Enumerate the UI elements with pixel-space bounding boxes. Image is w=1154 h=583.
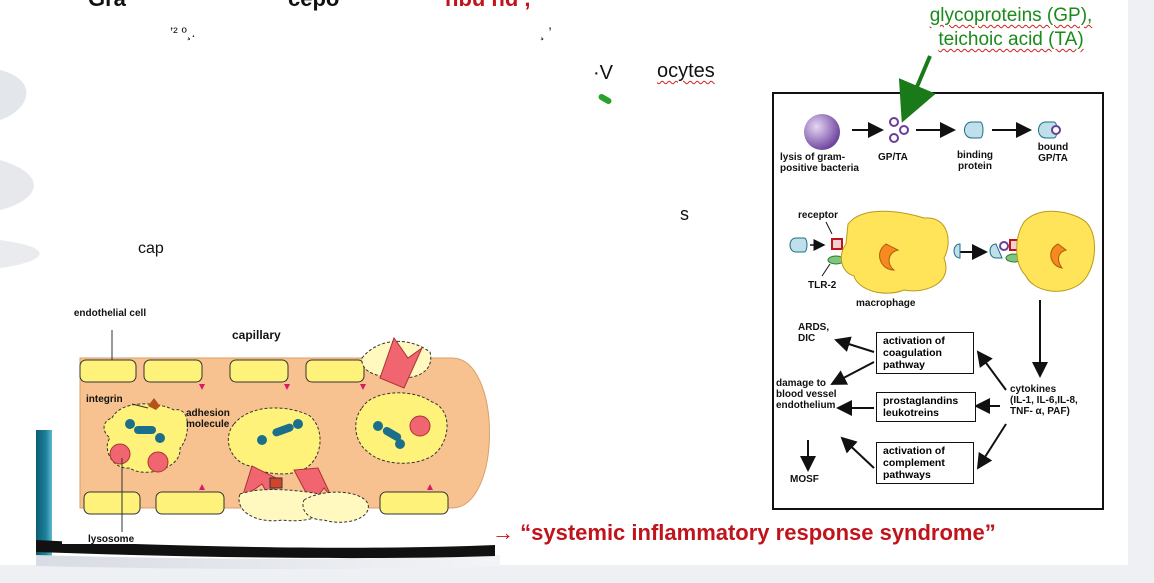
label-cytokines: cytokines (IL-1, IL-6,IL-8, TNF- α, PAF): [1010, 384, 1100, 417]
cytokines-line3: TNF- α, PAF): [1010, 406, 1070, 417]
box-coagulation: activation of coagulation pathway: [876, 332, 974, 374]
sepsis-pathway-diagram: lysis of gram-positive bacteria GP/TA bi…: [772, 92, 1104, 510]
green-note: glycoproteins (GP), teichoic acid (TA): [900, 4, 1122, 52]
fragment-line5: s: [680, 204, 689, 224]
label-binding-protein: binding protein: [956, 150, 994, 172]
right-margin-strip: [1128, 0, 1154, 583]
fragment-line3-a: ·V: [593, 62, 613, 84]
green-arrow: [898, 55, 936, 123]
green-note-line1: glycoproteins (GP),: [929, 5, 1093, 26]
label-tlr2: TLR-2: [808, 280, 837, 291]
decorative-swoosh: [0, 70, 500, 569]
label-integrin: integrin: [86, 394, 123, 405]
pathway-illustration: [789, 114, 1096, 472]
sirs-caption: → “systemic inflammatory response syndro…: [492, 520, 996, 545]
capillary-illustration: [79, 330, 490, 532]
label-endothelial-cell: endothelial cell: [73, 308, 147, 319]
fragment-line2-b: ¸ ’: [540, 24, 552, 40]
fragment-top-left: Gra: [88, 0, 126, 12]
green-note-line2: teichoic acid (TA): [900, 28, 1122, 52]
fragment-top-red: nbu nd ,: [445, 0, 531, 12]
fragment-line3-b-text: ocytes: [657, 60, 715, 82]
label-macrophage: macrophage: [856, 298, 916, 309]
fragment-line6: cap: [138, 240, 164, 257]
capillary-diagram: endothelial cell capillary integrin adhe…: [62, 298, 490, 545]
box-prostaglandins: prostaglandins leukotreins: [876, 392, 976, 422]
box-complement: activation of complement pathways: [876, 442, 974, 484]
bottom-margin-strip: [0, 565, 1154, 583]
label-mosf: MOSF: [790, 474, 819, 485]
fragment-top-mid: cepo: [288, 0, 339, 12]
label-adhesion-molecule: adhesion molecule: [186, 408, 230, 430]
label-ards-dic: ARDS, DIC: [798, 322, 830, 344]
label-lysis: lysis of gram-positive bacteria: [780, 152, 859, 174]
label-bound-gp-ta: bound GP/TA: [1037, 142, 1069, 164]
label-receptor: receptor: [798, 210, 839, 221]
label-lysosome: lysosome: [88, 534, 135, 545]
label-capillary: capillary: [232, 328, 281, 342]
fragment-line3-b: ocytes: [657, 60, 715, 83]
label-gp-ta: GP/TA: [878, 152, 908, 163]
green-note-line2-text: teichoic acid (TA): [938, 29, 1084, 50]
cytokines-line1: cytokines: [1010, 384, 1057, 395]
fragment-line2-a: ’² º¸.: [170, 24, 196, 40]
label-damage: damage to blood vessel endothelium: [776, 378, 837, 411]
cytokines-line2: (IL-1, IL-6,IL-8,: [1010, 395, 1078, 406]
